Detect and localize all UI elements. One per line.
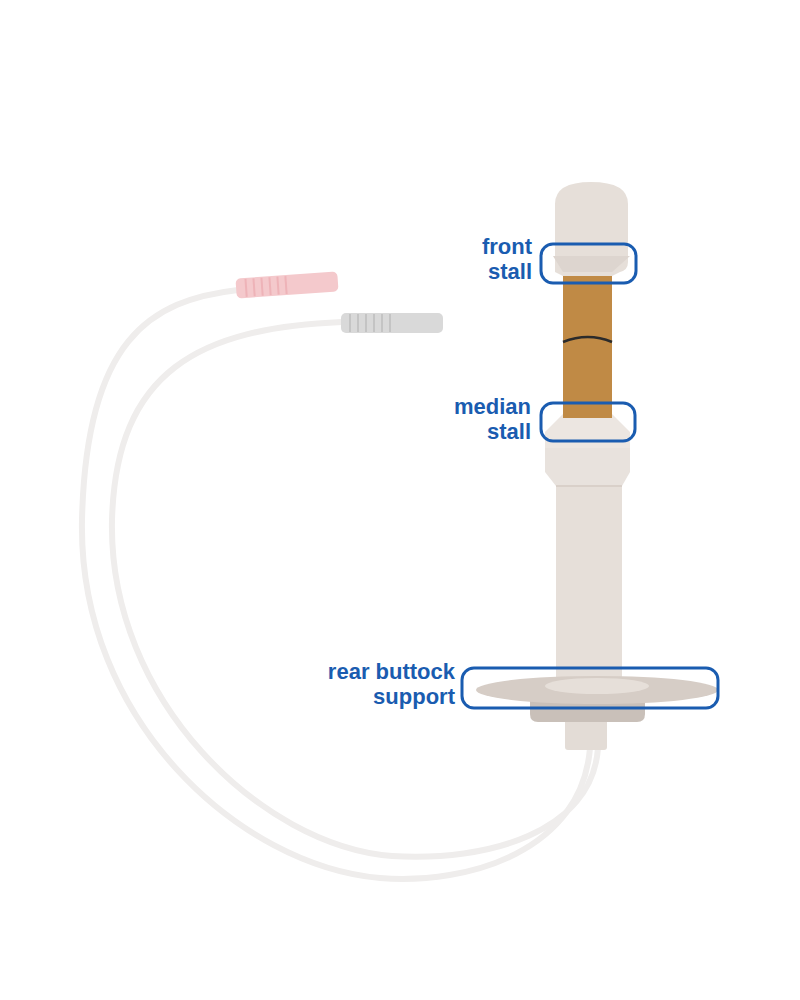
pink-connector: [235, 271, 338, 298]
callout-box: [462, 668, 718, 708]
part-label: front stall: [452, 234, 532, 284]
grey-connector: [341, 313, 443, 333]
callout-box: [541, 244, 636, 283]
part-label: rear buttock support: [295, 659, 455, 709]
part-label: median stall: [436, 394, 531, 444]
wire: [112, 322, 598, 857]
callout-box: [541, 403, 635, 441]
